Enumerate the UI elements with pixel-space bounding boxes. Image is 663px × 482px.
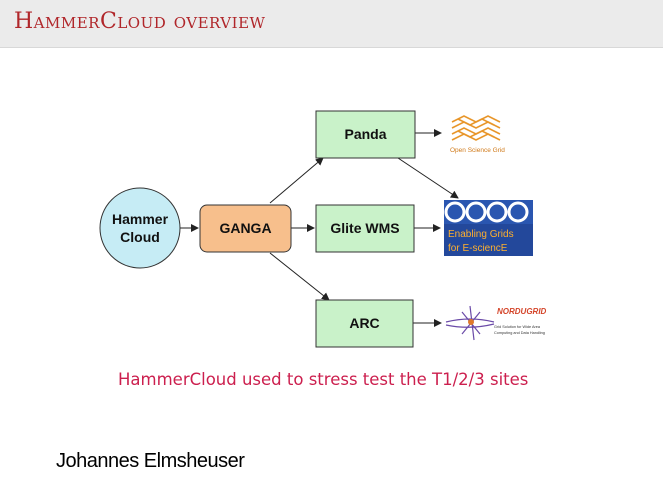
diagram-caption: HammerCloud used to stress test the T1/2… [118, 370, 529, 389]
node-ganga: GANGA [199, 204, 292, 253]
osg-logo-text: Open Science Grid [450, 147, 505, 154]
node-arc: ARC [315, 299, 414, 348]
node-glite-wms: Glite WMS [315, 204, 415, 253]
egee-logo-line1: Enabling Grids [448, 229, 514, 240]
page-title: HammerCloud overview [14, 9, 266, 34]
arrow-ganga-to-panda [269, 157, 324, 204]
arrow-panda-to-egee [397, 157, 459, 199]
node-glite-wms-label: Glite WMS [330, 220, 399, 236]
egee-logo-line2: for E-sciencE [448, 243, 508, 254]
node-panda: Panda [315, 110, 416, 159]
node-panda-label: Panda [344, 126, 386, 142]
node-hammercloud-line1: Hammer [112, 211, 169, 227]
nordugrid-logo-line1: Grid Solution for Wide Area [494, 325, 541, 329]
nordugrid-logo-line2: Computing and Data Handling [494, 331, 545, 335]
node-hammercloud-line2: Cloud [120, 229, 160, 245]
node-ganga-label: GANGA [219, 220, 271, 236]
author-name: Johannes Elmsheuser [56, 450, 245, 472]
title-bar: HammerCloud overview [0, 0, 663, 48]
node-hammercloud: Hammer Cloud [99, 187, 181, 269]
connectors [180, 129, 459, 327]
arrow-ganga-to-arc [269, 252, 330, 301]
nordugrid-logo-icon: NORDUGRID Grid Solution for Wide Area Co… [445, 305, 547, 341]
egee-logo-icon: Enabling Grids for E-sciencE [444, 200, 533, 256]
nordugrid-logo-title: NORDUGRID [497, 307, 547, 316]
node-arc-label: ARC [349, 315, 379, 331]
osg-logo-icon: Open Science Grid [450, 115, 505, 154]
